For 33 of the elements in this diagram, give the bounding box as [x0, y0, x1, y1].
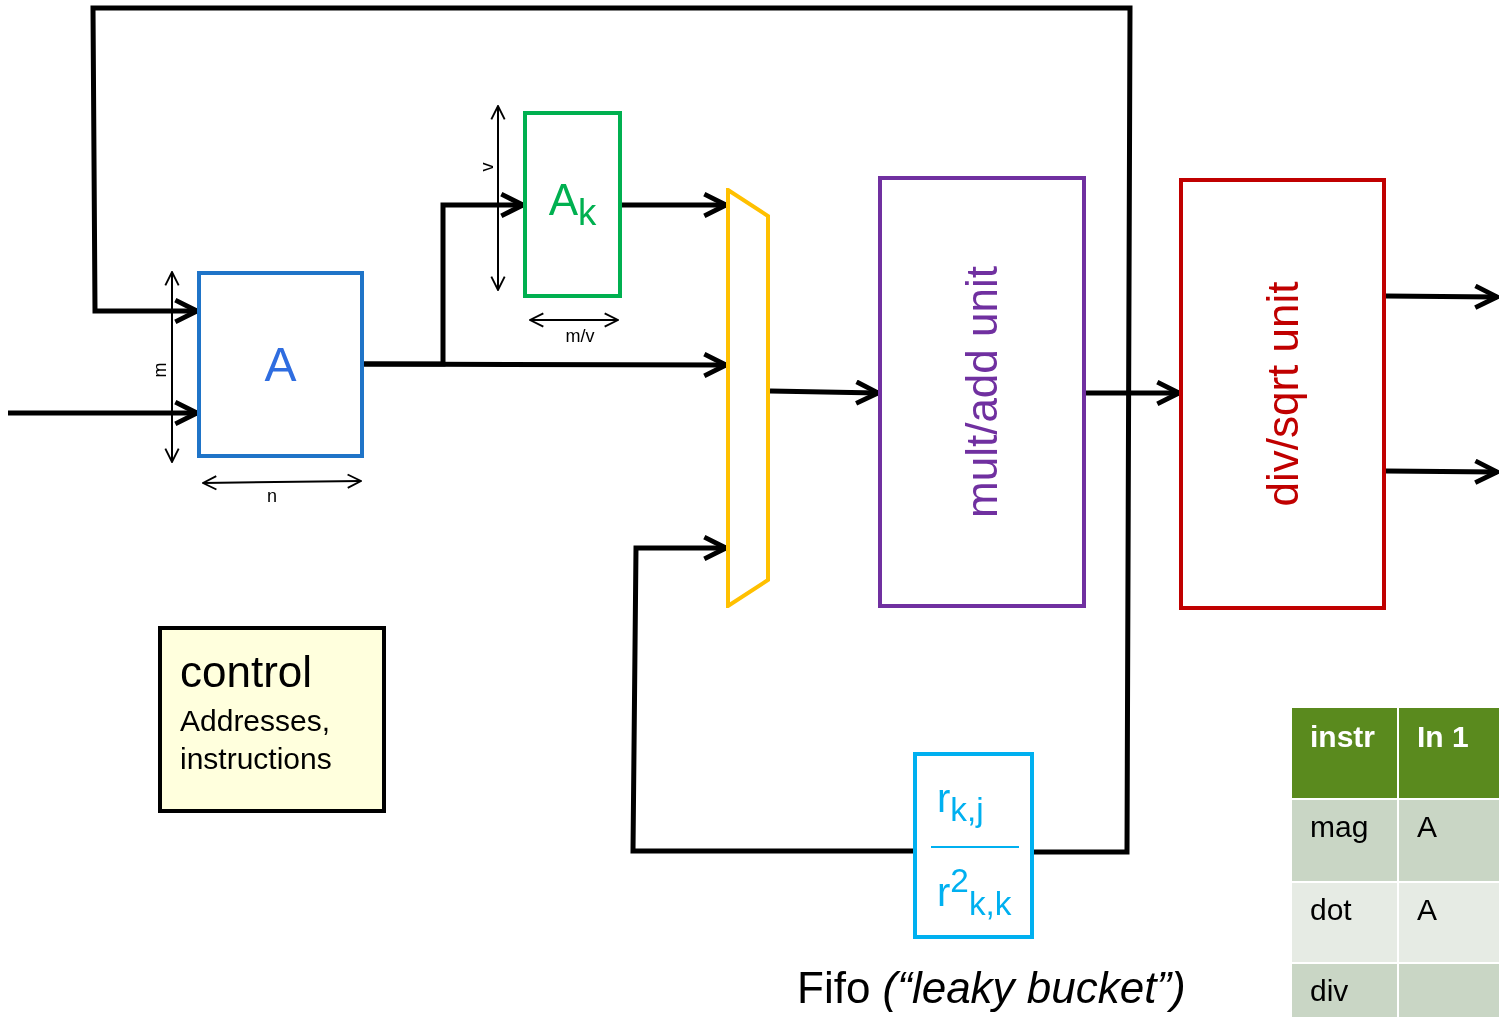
box-heading: control	[180, 650, 313, 694]
unit-box	[878, 176, 1086, 608]
node-label: A	[264, 340, 297, 389]
dimension-label: m/v	[565, 327, 595, 345]
box-text: Addresses, instructions	[180, 703, 333, 777]
caption-text: Fifo (“leaky bucket”)	[797, 966, 1186, 1010]
dimension-label: n	[267, 487, 277, 505]
table-cell: A	[1399, 800, 1499, 881]
arrow	[1086, 379, 1182, 407]
formula-text: r$_{k,j}$	[937, 778, 984, 827]
arrow	[364, 351, 729, 379]
arrow	[630, 534, 913, 854]
table-header-cell: instr	[1292, 708, 1397, 798]
arrow	[1385, 283, 1499, 310]
table-cell: A	[1399, 883, 1499, 962]
matrix-box	[523, 111, 622, 298]
arrow	[622, 191, 729, 219]
table-cell: dot	[1292, 883, 1397, 962]
node-label: A$_{k}$	[548, 177, 597, 232]
unit-box	[1179, 178, 1386, 610]
arrow	[8, 399, 200, 427]
arrow	[90, 5, 1133, 855]
matrix-box	[197, 271, 364, 458]
node-label: mult/add unit	[960, 266, 1004, 518]
table-cell: div	[1292, 964, 1397, 1017]
dimension-label: v	[478, 162, 496, 172]
node-label: div/sqrt unit	[1260, 281, 1305, 507]
dimension-label: m	[151, 362, 169, 378]
arrow	[769, 379, 881, 406]
control-box	[158, 626, 386, 813]
table-header-cell: In 1	[1399, 708, 1499, 798]
table-cell: mag	[1292, 800, 1397, 881]
arrow	[1385, 458, 1499, 485]
